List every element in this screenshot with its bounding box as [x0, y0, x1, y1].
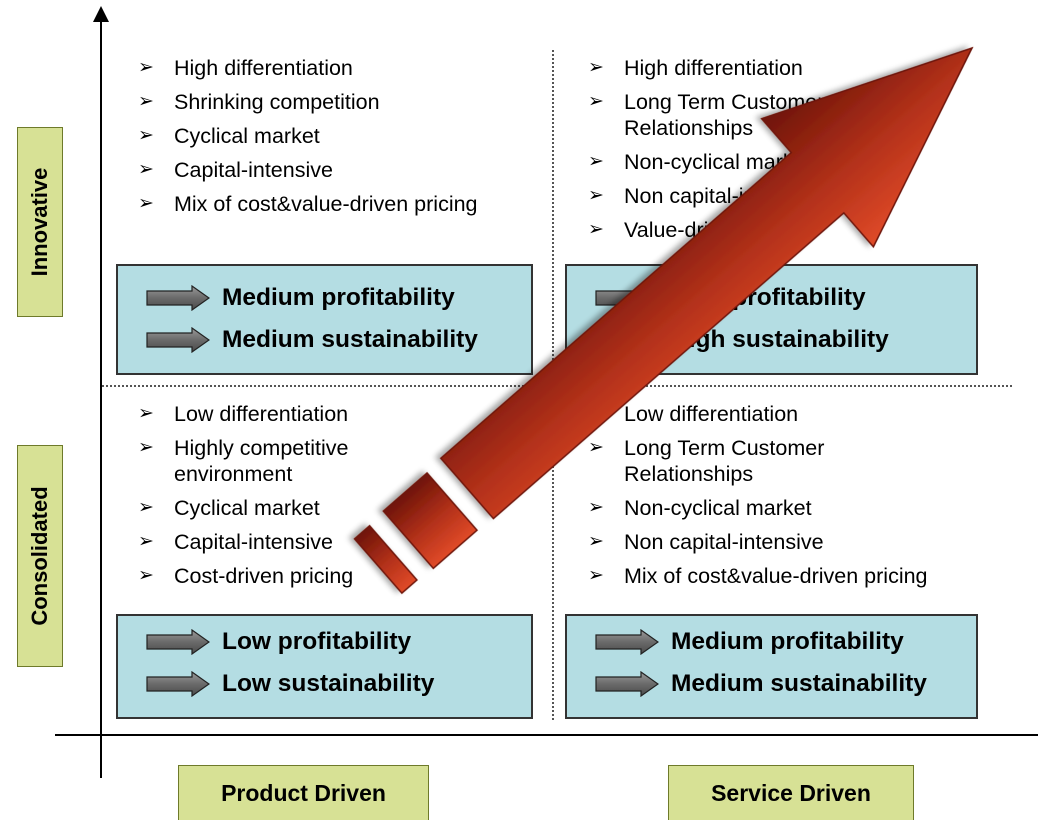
- list-item: ➢Long Term Customer Relationships: [588, 436, 825, 486]
- list-item: ➢Cyclical market: [138, 496, 320, 520]
- sustainability-label: Medium sustainability: [222, 326, 478, 353]
- profitability-label: High profitability: [671, 284, 866, 311]
- list-item: ➢Highly competitive environment: [138, 436, 349, 486]
- bullet-list: ➢Low differentiation ➢Long Term Customer…: [588, 401, 1028, 589]
- arrowhead-bullet-icon: ➢: [588, 151, 604, 172]
- right-block-arrow-icon: [146, 629, 210, 655]
- right-block-arrow-icon: [595, 671, 659, 697]
- list-item: ➢Non capital-intensive: [588, 530, 824, 554]
- list-item: ➢Low differentiation: [588, 402, 799, 426]
- right-block-arrow-icon: [595, 327, 659, 353]
- quadrant-bottom-left: ➢Low differentiation ➢Highly competitive…: [138, 401, 548, 597]
- right-block-arrow-icon: [146, 671, 210, 697]
- profitability-label: Medium profitability: [222, 284, 455, 311]
- profitability-row: Medium profitability: [146, 278, 455, 318]
- sustainability-label: High sustainability: [671, 326, 889, 353]
- list-item: ➢Long Term Customer Relationships: [588, 90, 825, 140]
- quadrant-top-left: ➢High differentiation ➢Shrinking competi…: [138, 55, 548, 225]
- list-item: ➢Non-cyclical market: [588, 496, 812, 520]
- list-item: ➢High differentiation: [588, 56, 803, 80]
- arrowhead-bullet-icon: ➢: [138, 531, 154, 552]
- sustainability-row: Medium sustainability: [595, 664, 927, 704]
- result-box-bottom-right: Medium profitability Medium sustainabili…: [565, 614, 978, 719]
- sustainability-row: Medium sustainability: [146, 320, 478, 360]
- list-item: ➢Capital-intensive: [138, 530, 333, 554]
- horizontal-axis: [55, 734, 1038, 736]
- arrowhead-bullet-icon: ➢: [138, 437, 154, 458]
- list-item: ➢Non capital-intensive: [588, 184, 824, 208]
- arrowhead-bullet-icon: ➢: [588, 531, 604, 552]
- arrowhead-bullet-icon: ➢: [138, 159, 154, 180]
- list-item: ➢Mix of cost&value-driven pricing: [138, 192, 478, 216]
- arrowhead-bullet-icon: ➢: [138, 497, 154, 518]
- list-item: ➢Shrinking competition: [138, 90, 380, 114]
- profitability-row: Low profitability: [146, 622, 411, 662]
- result-box-bottom-left: Low profitability Low sustainability: [116, 614, 533, 719]
- sustainability-label: Low sustainability: [222, 670, 435, 697]
- right-block-arrow-icon: [146, 327, 210, 353]
- y-label-consolidated-text: Consolidated: [27, 486, 52, 626]
- profitability-row: High profitability: [595, 278, 866, 318]
- x-label-product-driven: Product Driven: [178, 765, 429, 820]
- x-label-service-driven: Service Driven: [668, 765, 914, 820]
- sustainability-row: High sustainability: [595, 320, 889, 360]
- right-block-arrow-icon: [595, 285, 659, 311]
- horizontal-quadrant-divider: [102, 385, 1012, 387]
- list-item: ➢Cost-driven pricing: [138, 564, 354, 588]
- y-label-innovative: Innovative: [17, 127, 63, 317]
- y-label-consolidated: Consolidated: [17, 445, 63, 667]
- profitability-row: Medium profitability: [595, 622, 904, 662]
- list-item: ➢Capital-intensive: [138, 158, 333, 182]
- arrowhead-bullet-icon: ➢: [588, 403, 604, 424]
- arrowhead-bullet-icon: ➢: [138, 565, 154, 586]
- arrowhead-bullet-icon: ➢: [138, 403, 154, 424]
- right-block-arrow-icon: [146, 285, 210, 311]
- result-box-top-right: High profitability High sustainability: [565, 264, 978, 375]
- list-item: ➢Low differentiation: [138, 402, 349, 426]
- list-item: ➢High differentiation: [138, 56, 353, 80]
- arrowhead-bullet-icon: ➢: [138, 125, 154, 146]
- vertical-axis: [100, 16, 102, 778]
- list-item: ➢Cyclical market: [138, 124, 320, 148]
- profitability-label: Low profitability: [222, 628, 412, 655]
- arrowhead-bullet-icon: ➢: [138, 57, 154, 78]
- right-block-arrow-icon: [595, 629, 659, 655]
- arrowhead-bullet-icon: ➢: [138, 91, 154, 112]
- arrowhead-bullet-icon: ➢: [588, 91, 604, 112]
- arrowhead-bullet-icon: ➢: [138, 193, 154, 214]
- arrowhead-bullet-icon: ➢: [588, 565, 604, 586]
- arrowhead-bullet-icon: ➢: [588, 57, 604, 78]
- quadrant-bottom-right: ➢Low differentiation ➢Long Term Customer…: [588, 401, 1028, 597]
- arrowhead-bullet-icon: ➢: [588, 497, 604, 518]
- bullet-list: ➢Low differentiation ➢Highly competitive…: [138, 401, 548, 589]
- profitability-label: Medium profitability: [671, 628, 904, 655]
- arrowhead-bullet-icon: ➢: [588, 437, 604, 458]
- list-item: ➢Non-cyclical market: [588, 150, 812, 174]
- arrowhead-bullet-icon: ➢: [588, 185, 604, 206]
- sustainability-row: Low sustainability: [146, 664, 434, 704]
- arrowhead-bullet-icon: ➢: [588, 219, 604, 240]
- result-box-top-left: Medium profitability Medium sustainabili…: [116, 264, 533, 375]
- bullet-list: ➢High differentiation ➢Shrinking competi…: [138, 55, 548, 217]
- sustainability-label: Medium sustainability: [671, 670, 927, 697]
- vertical-axis-arrowhead-icon: [93, 6, 109, 22]
- bullet-list: ➢High differentiation ➢Long Term Custome…: [588, 55, 1028, 243]
- quadrant-top-right: ➢High differentiation ➢Long Term Custome…: [588, 55, 1028, 251]
- y-label-innovative-text: Innovative: [27, 167, 52, 277]
- list-item: ➢Value-driven pricing: [588, 218, 813, 242]
- list-item: ➢Mix of cost&value-driven pricing: [588, 564, 928, 588]
